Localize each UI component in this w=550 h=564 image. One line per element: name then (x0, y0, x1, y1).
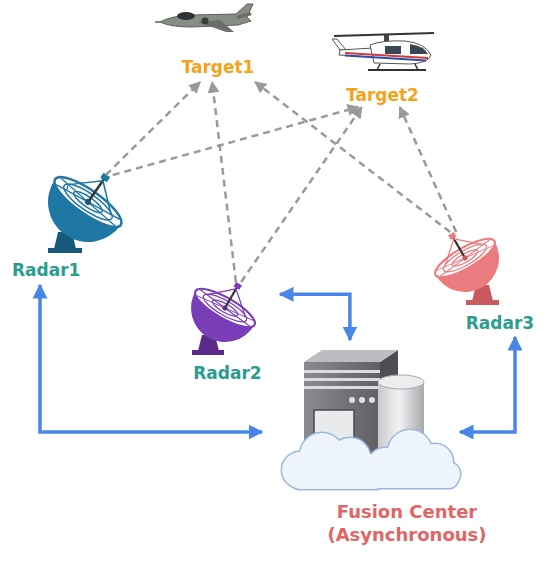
radar-beam-arrow (106, 82, 200, 175)
radar-dish-illustration-part-part (435, 239, 464, 267)
cloud-illustration-part-part (370, 470, 458, 488)
radar-dish-illustration-part (32, 152, 139, 258)
radar-dish-illustration-part (192, 350, 224, 355)
server-illustration-part (304, 350, 398, 362)
jet-illustration-part (202, 18, 209, 25)
node-label: Radar3 (455, 312, 545, 334)
radar-label-box: Radar3 (425, 232, 545, 337)
radar-beam-arrow (113, 107, 359, 175)
radar-dish-illustration (179, 267, 269, 355)
node-label: Target1 (163, 56, 273, 78)
radar-dish-illustration-part-part (32, 179, 120, 258)
helicopter-illustration-part (332, 39, 346, 50)
radar-dish-illustration-part-part (222, 305, 229, 312)
helicopter-illustration-part (410, 44, 428, 54)
cloud-illustration (282, 430, 460, 489)
radar-dish-illustration-part-part (65, 185, 70, 190)
server-illustration-part (304, 378, 380, 381)
data-link-arrow (460, 337, 515, 432)
node-label: Target2 (325, 84, 440, 106)
radar-dish-illustration-part (179, 267, 269, 355)
radar-beam-arrow (212, 82, 236, 282)
jet-illustration-part (160, 4, 253, 27)
server-illustration-part (359, 397, 365, 403)
node-label: Radar2 (175, 362, 280, 384)
helicopter-illustration-part (368, 69, 426, 71)
radar-beam-arrow (241, 107, 362, 282)
radar-dish-illustration-part-part (437, 240, 493, 276)
radar-dish-illustration-part-part (448, 232, 456, 240)
node-label: Fusion Center (Asynchronous) (312, 500, 502, 547)
radar-dish-illustration-part (466, 300, 499, 305)
radar-dish-illustration-part-part (437, 240, 493, 276)
cloud-illustration-part-part (370, 470, 458, 488)
cloud-illustration-part (282, 430, 460, 489)
radar-dish-illustration-part-part (84, 198, 92, 206)
target-label-box: Target1 (155, 0, 265, 82)
radar-dish-illustration (422, 217, 512, 305)
radar-dish-illustration-part (48, 248, 82, 253)
radar-dish-illustration-part-part (56, 178, 120, 226)
target-label-box: Target2 (325, 25, 440, 107)
radar-dish-illustration-part-part (226, 289, 255, 317)
radar-label-box: Radar2 (175, 282, 280, 385)
radar-dish-illustration-part (422, 217, 512, 305)
cloud-illustration-part (282, 430, 460, 489)
radar-dish-illustration-part-part (430, 232, 499, 284)
helicopter-illustration-part (385, 46, 401, 54)
radar-dish-illustration-part-part (197, 290, 253, 326)
server-illustration-part (369, 397, 375, 403)
storage-cylinder-illustration-part (378, 375, 424, 389)
radar-dish-illustration-part-part (90, 181, 124, 215)
node-label: Radar1 (12, 259, 112, 281)
jet-illustration-part (236, 12, 252, 19)
radar-label-box: Radar1 (5, 175, 145, 285)
helicopter-illustration (332, 33, 434, 70)
jet-illustration-part (177, 12, 195, 20)
radar-dish-illustration-part-part (454, 228, 483, 256)
radar-dish-illustration-part-part (48, 169, 127, 235)
jet-illustration (155, 4, 253, 32)
data-link-arrow (280, 294, 350, 340)
server-illustration-part (304, 386, 380, 389)
radar-dish-illustration-part-part (68, 166, 102, 200)
fusion-center-box: Fusion Center (Asynchronous) (262, 340, 460, 555)
radar-dish-illustration-part-part (197, 290, 253, 326)
server-illustration-part (304, 370, 380, 373)
radar-dish-illustration-part-part (207, 278, 236, 306)
radar-dish-illustration-part-part (234, 282, 242, 290)
radar-dish-illustration-part-part (462, 255, 469, 262)
helicopter-illustration-part (345, 56, 426, 61)
radar-beam-arrow (255, 82, 450, 232)
server-illustration-part (349, 397, 355, 403)
jet-illustration-part (155, 21, 160, 23)
radar-dish-illustration-part-part (56, 178, 120, 226)
radar-dish-illustration-part-part (190, 282, 259, 334)
data-link-arrow (40, 285, 262, 432)
radar-beam-arrow (400, 107, 456, 232)
radar-dish-illustration (32, 152, 139, 258)
